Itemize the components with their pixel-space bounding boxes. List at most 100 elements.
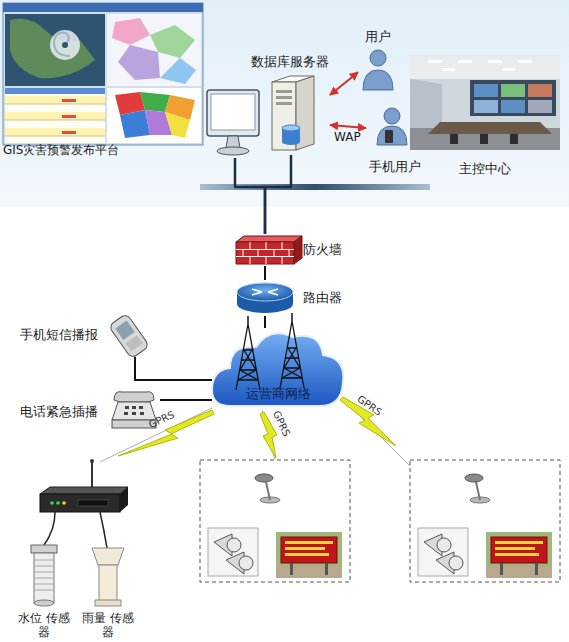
node-label: 手机用户 bbox=[366, 160, 424, 175]
desk-phone-icon bbox=[132, 412, 136, 415]
alarm-station-box bbox=[418, 474, 552, 578]
node-box: 运营商网络 bbox=[212, 328, 345, 408]
node-label: 水位 传感器 bbox=[18, 612, 70, 640]
rain-gauge-sensor bbox=[92, 548, 124, 565]
node-label: 主控中心 bbox=[405, 162, 565, 177]
control-room-photo bbox=[510, 134, 518, 144]
water-level-sensor bbox=[31, 545, 57, 553]
firewall bbox=[274, 250, 275, 257]
control-room-photo bbox=[450, 134, 458, 144]
server bbox=[282, 139, 300, 145]
gis-screenshot bbox=[5, 96, 105, 104]
mobile-user-icon bbox=[384, 108, 400, 124]
firewall bbox=[258, 250, 259, 257]
mobile-phone-icon bbox=[109, 313, 150, 358]
desk-phone-icon bbox=[125, 406, 129, 409]
desk-phone-icon bbox=[139, 406, 143, 409]
gis-screenshot bbox=[54, 32, 70, 56]
node-box: 主控中心 bbox=[405, 52, 565, 177]
gis-screenshot bbox=[3, 3, 203, 12]
rtu-device bbox=[120, 487, 128, 512]
connector bbox=[330, 125, 366, 128]
monitor bbox=[207, 90, 259, 136]
rtu-device bbox=[40, 459, 128, 548]
control-room-photo bbox=[410, 55, 560, 79]
user-icon bbox=[370, 50, 386, 66]
gis-screenshot bbox=[107, 88, 201, 143]
water-level-sensor bbox=[34, 590, 54, 591]
router bbox=[252, 289, 278, 295]
node-box: 雨量 传感器 bbox=[82, 540, 134, 640]
rtu-device bbox=[90, 459, 94, 463]
node-box: 电话紧急插播 bbox=[20, 388, 160, 436]
gis-screenshot bbox=[112, 18, 150, 45]
firewall bbox=[282, 257, 283, 265]
alarm-station-box bbox=[410, 460, 560, 582]
rtu-device bbox=[78, 500, 108, 506]
firewall bbox=[294, 236, 302, 264]
connector bbox=[264, 316, 266, 328]
gis-screenshot bbox=[140, 92, 170, 112]
mobile-user-icon bbox=[377, 108, 407, 145]
water-level-sensor bbox=[34, 553, 54, 603]
node-label: 电话紧急插播 bbox=[20, 405, 98, 420]
server bbox=[276, 102, 292, 105]
user-icon bbox=[363, 50, 393, 90]
desk-phone-icon bbox=[112, 402, 156, 420]
firewall bbox=[282, 242, 283, 250]
gis-screenshot bbox=[62, 99, 76, 102]
alarm-station-box bbox=[200, 460, 350, 582]
monitor bbox=[217, 147, 249, 155]
connector bbox=[160, 399, 212, 401]
operator-cloud bbox=[236, 324, 260, 390]
gis-screenshot bbox=[62, 42, 68, 48]
monitor bbox=[207, 90, 259, 155]
control-room-photo bbox=[410, 55, 560, 150]
mobile-phone-icon bbox=[109, 313, 150, 358]
router bbox=[237, 283, 293, 313]
desk-phone-icon bbox=[140, 412, 144, 415]
node-label: 运营商网络 bbox=[212, 387, 345, 402]
control-room-photo bbox=[528, 100, 552, 113]
gis-screenshot bbox=[5, 104, 105, 105]
control-room-photo bbox=[488, 60, 502, 63]
connector bbox=[135, 357, 212, 380]
node-label: 用户 bbox=[358, 30, 398, 45]
firewall bbox=[236, 256, 294, 257]
gis-screenshot bbox=[62, 131, 76, 134]
mobile-phone-icon bbox=[115, 321, 134, 340]
gis-screenshot bbox=[3, 3, 203, 145]
mobile-phone-icon bbox=[109, 313, 150, 358]
rtu-device bbox=[50, 501, 54, 505]
rain-gauge-sensor bbox=[95, 600, 121, 606]
rtu-device bbox=[56, 501, 60, 505]
router bbox=[237, 283, 293, 301]
mobile-user-icon bbox=[377, 126, 407, 145]
rtu-device bbox=[62, 501, 66, 505]
gis-screenshot bbox=[62, 115, 76, 118]
alarm-station-box bbox=[410, 460, 560, 582]
operator-cloud bbox=[291, 313, 293, 321]
control-room-photo bbox=[501, 84, 525, 97]
control-room-photo bbox=[528, 84, 552, 97]
node-box: 用户 bbox=[358, 30, 398, 92]
water-level-sensor bbox=[34, 566, 54, 567]
user-icon bbox=[363, 70, 393, 90]
operator-cloud bbox=[247, 316, 249, 324]
alarm-station-box bbox=[208, 474, 342, 578]
gis-screenshot bbox=[10, 19, 95, 78]
gis-screenshot bbox=[165, 112, 190, 138]
top-band bbox=[0, 0, 569, 207]
rtu-device bbox=[91, 462, 93, 490]
gis-screenshot bbox=[120, 110, 150, 138]
network-bus bbox=[200, 184, 430, 190]
server bbox=[276, 90, 292, 93]
gis-screenshot bbox=[3, 3, 203, 145]
connector bbox=[330, 72, 358, 95]
monitor bbox=[226, 136, 240, 148]
gis-screenshot bbox=[5, 120, 105, 121]
rtu-device bbox=[100, 512, 107, 548]
top-band bbox=[0, 0, 569, 207]
